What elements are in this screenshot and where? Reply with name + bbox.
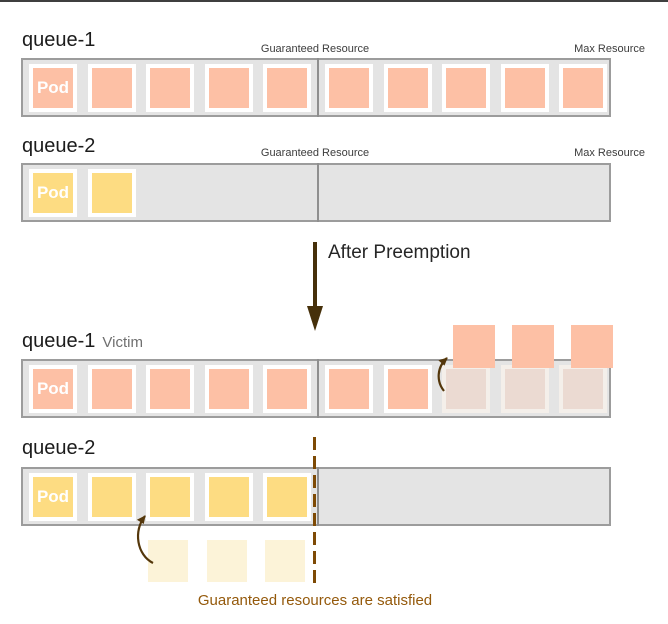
pod — [446, 68, 486, 108]
pod — [387, 369, 428, 409]
queue1-before-label: queue-1 — [22, 29, 95, 52]
pod-frame — [87, 169, 136, 217]
pod-frame — [87, 473, 136, 521]
pod — [329, 68, 369, 108]
guaranteed-resource-label-q1: Guaranteed Resource — [260, 43, 370, 55]
incoming-pod — [265, 540, 305, 582]
pod-frame — [325, 64, 373, 112]
pod — [150, 369, 190, 409]
admission-arrow — [136, 515, 154, 564]
eviction-arrow — [437, 357, 448, 392]
pod — [504, 68, 545, 108]
queue2-before-bar: Pod — [21, 163, 611, 222]
guaranteed-divider — [317, 359, 319, 418]
pod — [387, 68, 428, 108]
pod — [150, 477, 190, 517]
pod-labeled: Pod — [33, 477, 73, 517]
pod-frame — [263, 365, 311, 413]
queue1-before-bar: Pod — [21, 58, 611, 117]
evicted-pod — [571, 325, 613, 368]
pod — [208, 369, 249, 409]
queue2-before-label: queue-2 — [22, 135, 95, 158]
queue1-after-name: queue-1 — [22, 330, 96, 352]
evicted-pod — [453, 325, 495, 368]
pod — [563, 68, 603, 108]
pod — [267, 477, 307, 517]
pod-frame — [204, 473, 253, 521]
window-top-edge — [0, 0, 668, 2]
pod-frame — [146, 473, 194, 521]
guaranteed-divider — [317, 58, 319, 117]
pod-labeled: Pod — [33, 369, 73, 409]
pod-frame — [87, 64, 136, 112]
incoming-pod — [206, 540, 247, 582]
pod — [91, 173, 132, 213]
pod-frame: Pod — [29, 169, 77, 217]
pod-frame: Pod — [29, 473, 77, 521]
pod-faded — [504, 369, 545, 409]
pod-frame — [500, 365, 549, 413]
pod-frame — [204, 64, 253, 112]
pod-faded — [446, 369, 486, 409]
guaranteed-resource-label-q2: Guaranteed Resource — [260, 147, 370, 159]
pod-frame — [87, 365, 136, 413]
pod-frame — [263, 64, 311, 112]
pod-frame — [383, 365, 432, 413]
max-resource-label-q1: Max Resource — [574, 43, 645, 55]
pod — [150, 68, 190, 108]
pod-frame: Pod — [29, 365, 77, 413]
pod-frame — [500, 64, 549, 112]
pod-labeled: Pod — [33, 68, 73, 108]
queue1-after-label: queue-1 Victim — [22, 330, 143, 353]
after-preemption-arrow — [307, 242, 323, 331]
evicted-pod — [512, 325, 554, 368]
guaranteed-divider — [317, 163, 319, 222]
pod-frame — [204, 365, 253, 413]
pod-frame — [263, 473, 311, 521]
pod-frame — [442, 64, 490, 112]
guaranteed-satisfied-caption: Guaranteed resources are satisfied — [197, 592, 433, 609]
pod-frame — [383, 64, 432, 112]
queue2-after-name: queue-2 — [22, 437, 96, 459]
pod-frame: Pod — [29, 64, 77, 112]
pod — [91, 68, 132, 108]
queue2-after-label: queue-2 — [22, 437, 95, 460]
pod — [267, 68, 307, 108]
pod-frame — [325, 365, 373, 413]
pod-frame — [442, 365, 490, 413]
incoming-pod — [148, 540, 188, 582]
guaranteed-divider — [317, 467, 319, 526]
pod-faded — [563, 369, 603, 409]
pod-frame — [559, 64, 607, 112]
pod — [208, 477, 249, 517]
victim-tag: Victim — [102, 334, 143, 351]
pod-frame — [146, 365, 194, 413]
after-preemption-text: After Preemption — [328, 242, 471, 263]
pod — [329, 369, 369, 409]
pod-frame — [146, 64, 194, 112]
pod — [91, 369, 132, 409]
pod-labeled: Pod — [33, 173, 73, 213]
queue1-after-bar: Pod — [21, 359, 611, 418]
guaranteed-dashed-line — [313, 437, 316, 585]
pod — [91, 477, 132, 517]
max-resource-label-q2: Max Resource — [574, 147, 645, 159]
pod — [208, 68, 249, 108]
pod — [267, 369, 307, 409]
pod-frame — [559, 365, 607, 413]
queue1-before-name: queue-1 — [22, 29, 96, 51]
queue2-before-name: queue-2 — [22, 135, 96, 157]
